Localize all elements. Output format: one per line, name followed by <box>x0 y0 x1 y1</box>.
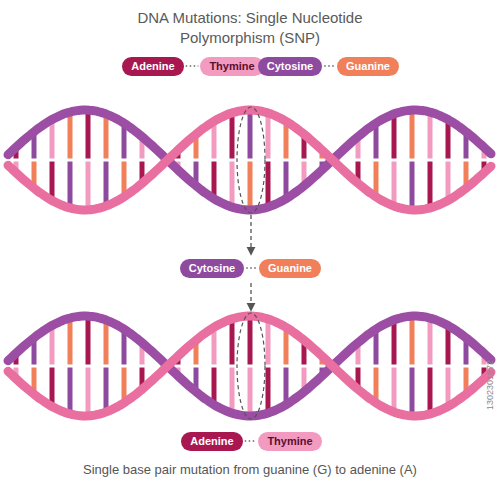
backbone-strand <box>8 110 491 210</box>
base-rung <box>212 162 217 196</box>
base-rung <box>86 113 91 158</box>
backbone-strand <box>8 316 491 416</box>
title: DNA Mutations: Single Nucleotide Polymor… <box>105 8 395 48</box>
mutation-arrow <box>250 283 251 310</box>
base-rung <box>68 162 73 205</box>
base-rung <box>248 162 253 208</box>
base-rung <box>392 368 397 410</box>
base-rung <box>230 162 235 205</box>
dna-helix <box>8 110 491 210</box>
base-rung <box>428 162 433 205</box>
base-name: Guanine <box>268 262 312 274</box>
base-rung <box>212 124 217 158</box>
base-rung <box>284 162 289 196</box>
watermark-id: 1302301872 <box>485 360 495 410</box>
base-rung <box>86 162 91 207</box>
highlight-ellipse <box>237 107 265 213</box>
base-rung <box>104 368 109 410</box>
base-rung <box>248 113 253 159</box>
base-rung <box>122 332 127 364</box>
base-rung <box>50 368 55 404</box>
base-rung <box>104 117 109 159</box>
base-name: Adenine <box>131 60 174 72</box>
base-rung <box>284 330 289 364</box>
base-rung <box>104 323 109 365</box>
base-rung <box>50 123 55 159</box>
base-pill: Guanine <box>337 57 399 76</box>
base-rung <box>212 330 217 364</box>
base-rung <box>266 116 271 159</box>
base-pill: Adenine <box>122 57 183 76</box>
base-rung <box>266 162 271 205</box>
base-rung <box>446 329 451 365</box>
base-rung <box>266 322 271 365</box>
base-rung <box>392 162 397 204</box>
base-rung <box>50 162 55 198</box>
base-pill: Thymine <box>258 432 321 451</box>
base-rung <box>446 123 451 159</box>
base-rung <box>212 368 217 402</box>
base-name: Cytosine <box>189 262 235 274</box>
base-rung <box>68 115 73 158</box>
base-rung <box>284 368 289 402</box>
backbone-strand <box>8 110 491 210</box>
base-name: Cytosine <box>267 60 313 72</box>
base-rung <box>230 116 235 159</box>
base-pill: Adenine <box>181 432 242 451</box>
base-pill: Guanine <box>259 259 321 278</box>
pair-bond <box>245 440 257 442</box>
base-rung <box>446 368 451 404</box>
base-rung <box>428 115 433 158</box>
title-box: DNA Mutations: Single Nucleotide Polymor… <box>0 8 500 48</box>
base-rung <box>284 124 289 158</box>
base-rung <box>248 368 253 414</box>
base-rung <box>68 368 73 411</box>
base-rung <box>86 368 91 413</box>
base-rung <box>392 323 397 365</box>
base-rung <box>374 332 379 364</box>
pair-bond <box>246 267 257 269</box>
base-rung <box>392 117 397 159</box>
base-rung <box>428 321 433 364</box>
pair-bond <box>324 65 335 67</box>
base-rung <box>86 319 91 364</box>
base-name: Thymine <box>267 435 312 447</box>
base-rung <box>410 162 415 207</box>
base-pill: Thymine <box>200 57 263 76</box>
base-rung <box>410 368 415 413</box>
base-rung <box>230 322 235 365</box>
base-rung <box>446 162 451 198</box>
base-rung <box>230 368 235 411</box>
dna-helix <box>8 316 491 416</box>
base-rung <box>410 113 415 158</box>
base-name: Thymine <box>209 60 254 72</box>
base-rung <box>68 321 73 364</box>
base-rung <box>428 368 433 411</box>
base-rung <box>122 368 127 400</box>
mutation-arrow <box>250 215 251 254</box>
base-name: Adenine <box>190 435 233 447</box>
base-rung <box>266 368 271 411</box>
base-rung <box>374 368 379 400</box>
base-rung <box>50 329 55 365</box>
base-pill: Cytosine <box>258 57 322 76</box>
base-rung <box>410 319 415 364</box>
base-pill: Cytosine <box>180 259 244 278</box>
base-rung <box>122 126 127 158</box>
base-rung <box>104 162 109 204</box>
backbone-strand <box>8 316 491 416</box>
pair-bond <box>186 65 199 67</box>
base-rung <box>248 319 253 365</box>
base-name: Guanine <box>346 60 390 72</box>
base-rung <box>122 162 127 194</box>
base-rung <box>374 126 379 158</box>
base-rung <box>374 162 379 194</box>
caption: Single base pair mutation from guanine (… <box>0 462 500 477</box>
highlight-ellipse <box>237 313 265 419</box>
